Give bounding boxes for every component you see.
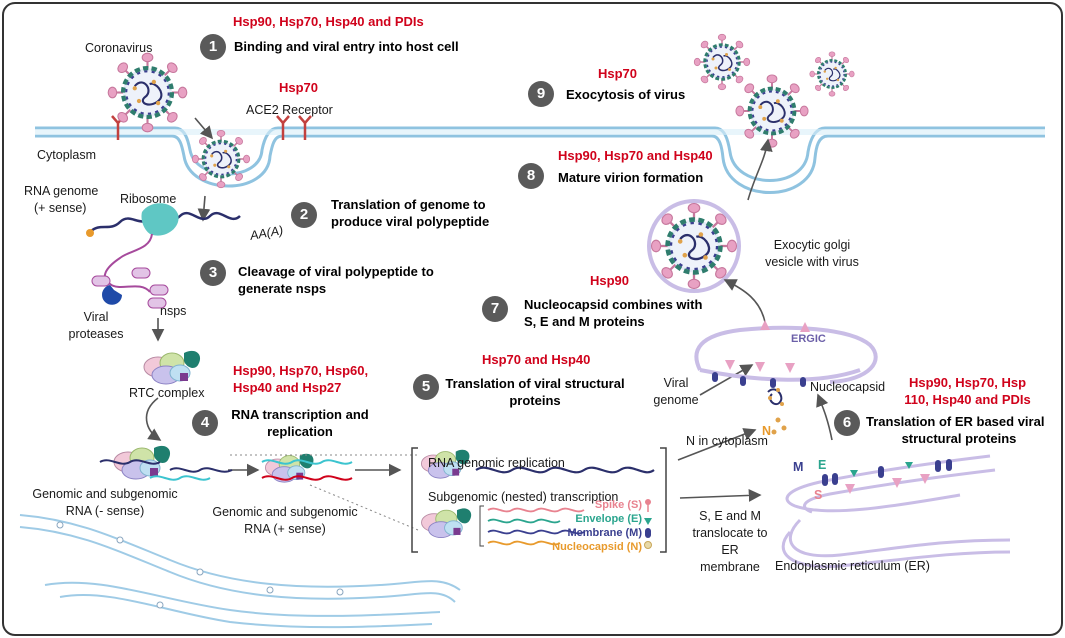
step-4-title-line: RNA transcription and xyxy=(231,407,369,422)
genomic-pos-label: RNA (+ sense) xyxy=(244,522,326,536)
rna-pos-strands xyxy=(261,459,353,481)
rna-genome-label: RNA genome xyxy=(24,184,99,198)
legend-envelope: Envelope (E) xyxy=(575,513,642,525)
step-3-title-line: Cleavage of viral polypeptide to xyxy=(238,264,434,279)
er-label: Endoplasmic reticulum (ER) xyxy=(775,559,930,573)
step-badge-9: 9 xyxy=(528,81,554,107)
genomic-rna-long xyxy=(475,466,655,474)
rna-genomic-replication-label: RNA genomic replication xyxy=(428,456,565,470)
legend-nucleocapsid: Nucleocapsid (N) xyxy=(552,541,642,553)
rna-genome-label: (+ sense) xyxy=(34,201,87,215)
ace2-receptor xyxy=(111,115,312,140)
legend-membrane: Membrane (M) xyxy=(567,527,642,539)
step-badge-6: 6 xyxy=(834,410,860,436)
viral-genome-label: Viral xyxy=(663,376,689,390)
translocate-label: translocate to xyxy=(692,526,768,540)
step-badge-5: 5 xyxy=(413,374,439,400)
translocate-label: membrane xyxy=(700,560,760,574)
step-4-proteins-line: Hsp90, Hsp70, Hsp60, xyxy=(233,363,369,378)
genomic-neg-label: Genomic and subgenomic xyxy=(32,487,178,501)
step-badge-8: 8 xyxy=(518,163,544,189)
translocate-label: ER xyxy=(721,543,739,557)
polypeptide xyxy=(103,233,153,293)
ergic-spikes xyxy=(725,320,810,373)
step-2-title-line: produce viral polypeptide xyxy=(331,214,490,229)
ribosome-shape xyxy=(141,203,179,236)
step-7-title-line: S, E and M proteins xyxy=(524,314,645,329)
rtc-label: RTC complex xyxy=(129,386,205,400)
ace2-label: ACE2 Receptor xyxy=(246,103,333,117)
er-tubules-left xyxy=(19,514,461,629)
translocate-label: S, E and M xyxy=(699,509,761,523)
ace2-protein-label: Hsp70 xyxy=(279,80,319,95)
step-5-proteins: Hsp70 and Hsp40 xyxy=(482,352,591,367)
step-5-title-line: Translation of viral structural xyxy=(445,376,625,391)
viral-proteases-label: proteases xyxy=(68,327,124,341)
m-letter: M xyxy=(793,460,804,474)
step-1-proteins: Hsp90, Hsp70, Hsp40 and PDIs xyxy=(233,14,424,29)
step-4-proteins-line: Hsp40 and Hsp27 xyxy=(233,380,342,395)
polya-label: AA(A) xyxy=(248,223,285,243)
bracket-left xyxy=(411,447,418,553)
step-badge-4: 4 xyxy=(192,410,218,436)
genomic-pos-label: Genomic and subgenomic xyxy=(212,505,358,519)
nucleocapsid-label: Nucleocapsid xyxy=(810,380,886,394)
protease-shape xyxy=(102,285,122,305)
ergic-membrane xyxy=(694,325,878,384)
e-letter: E xyxy=(818,458,827,472)
n-letter: N xyxy=(762,424,772,438)
step-4-title-line: replication xyxy=(267,424,333,439)
step-9-title: Exocytosis of virus xyxy=(566,87,686,102)
step-7-title-line: Nucleocapsid combines with xyxy=(524,297,703,312)
golgi-label: vesicle with virus xyxy=(765,255,859,269)
step-badge-2: 2 xyxy=(291,202,317,228)
nsps-label: nsps xyxy=(160,304,187,318)
legend-symbols xyxy=(644,499,652,549)
step-6-title-line: structural proteins xyxy=(901,431,1017,446)
plasma-membrane xyxy=(35,126,1045,194)
step-8-title: Mature virion formation xyxy=(558,170,704,185)
step-badge-1: 1 xyxy=(200,34,226,60)
pathway-arrows xyxy=(145,117,833,502)
nsp-blobs xyxy=(91,267,169,309)
ribosomes-er xyxy=(56,521,344,609)
step-7-proteins: Hsp90 xyxy=(590,273,630,288)
ergic-label: ERGIC xyxy=(791,333,826,345)
subgenomic-label: Subgenomic (nested) transcription xyxy=(428,490,619,504)
step-1-title: Binding and viral entry into host cell xyxy=(234,39,459,54)
viral-genome-label: genome xyxy=(653,393,699,407)
step-5-title-line: proteins xyxy=(509,393,561,408)
step-8-proteins: Hsp90, Hsp70 and Hsp40 xyxy=(558,148,713,163)
step-2-title-line: Translation of genome to xyxy=(331,197,486,212)
step-badge-7: 7 xyxy=(482,296,508,322)
step-6-proteins-line: Hsp90, Hsp70, Hsp xyxy=(908,375,1027,390)
cytoplasm-label: Cytoplasm xyxy=(37,148,97,162)
n-in-cytoplasm-label: N in cytoplasm xyxy=(686,434,768,448)
bracket-right xyxy=(660,447,667,553)
step-9-proteins: Hsp70 xyxy=(598,66,638,81)
rna-neg-strands xyxy=(99,459,233,481)
step-3-title-line: generate nsps xyxy=(238,281,327,296)
golgi-vesicle xyxy=(647,199,741,293)
er-proteins xyxy=(822,459,952,494)
golgi-label: Exocytic golgi xyxy=(773,238,851,252)
ribosome-label: Ribosome xyxy=(120,192,177,206)
nucleocapsid-cluster xyxy=(767,388,787,435)
ergic-m-proteins xyxy=(712,372,806,388)
step-badge-3: 3 xyxy=(200,260,226,286)
genomic-neg-label: RNA (- sense) xyxy=(65,504,145,518)
viral-proteases-label: Viral xyxy=(83,310,109,324)
s-letter: S xyxy=(814,488,823,502)
coronavirus-label: Coronavirus xyxy=(85,41,153,55)
step-6-title-line: Translation of ER based viral xyxy=(866,414,1045,429)
step-6-proteins-line: 110, Hsp40 and PDIs xyxy=(904,392,1031,407)
subgenomic-rnas xyxy=(487,507,585,546)
subgenomic-brace xyxy=(479,505,484,547)
legend-spike: Spike (S) xyxy=(594,499,642,511)
